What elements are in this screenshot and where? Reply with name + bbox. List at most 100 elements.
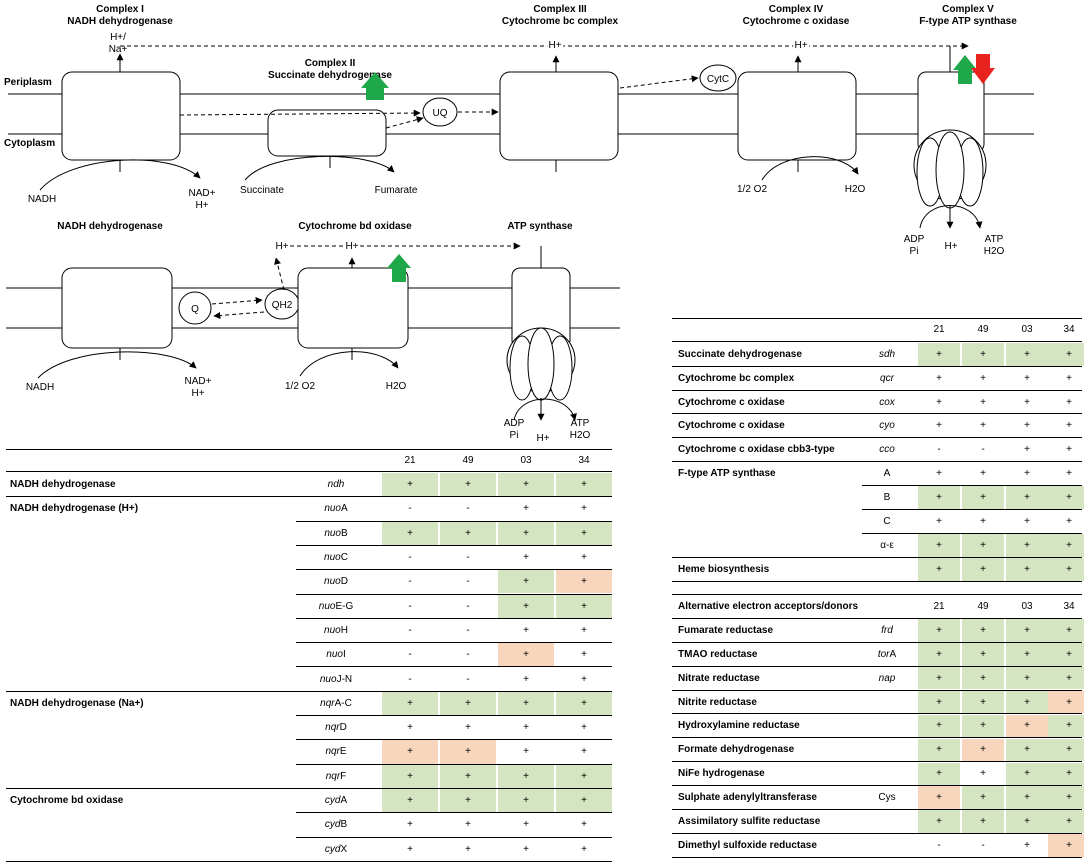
value-cell: + (382, 691, 438, 715)
gene-prefix: frd (881, 624, 893, 636)
value-cell: + (523, 552, 529, 564)
gene-cell: α-ε (862, 534, 912, 557)
row-divider (296, 642, 612, 644)
row-divider (672, 461, 1082, 463)
value-cell: + (440, 740, 496, 764)
gene-prefix: nuo (324, 576, 341, 588)
row-label: TMAO reductase (678, 648, 758, 660)
value-cell: + (498, 764, 554, 788)
value-cell: + (936, 420, 942, 432)
row-divider (296, 763, 612, 765)
value-cell: + (556, 764, 612, 788)
row-divider (296, 715, 612, 716)
complex2-box (267, 109, 387, 157)
value-cell: + (918, 738, 960, 762)
row-label: Cytochrome bc complex (678, 372, 795, 384)
value-cell: + (581, 624, 587, 636)
value-cell: + (556, 691, 612, 715)
gene-suffix: H (340, 624, 348, 636)
bottom-nad: NAD+ (185, 376, 212, 387)
value-cell: + (1066, 444, 1072, 456)
row-divider (296, 520, 612, 522)
complex1-na: Na+ (109, 44, 128, 55)
value-cell: + (581, 673, 587, 685)
gene-suffix: X (340, 843, 348, 855)
table-row: Nitrite reductase++++ (672, 690, 1084, 714)
value-cell: - (408, 600, 412, 612)
cytc-label: CytC (707, 74, 729, 85)
value-cell: + (1024, 372, 1030, 384)
row-label: Nitrite reductase (678, 696, 757, 708)
value-cell: + (407, 722, 413, 734)
value-cell: + (1006, 810, 1048, 833)
column-header: 03 (520, 454, 532, 466)
value-cell: + (980, 396, 986, 408)
complex4-subtitle: Cytochrome c oxidase (743, 16, 850, 27)
value-cell: + (581, 746, 587, 758)
value-cell: + (1048, 619, 1084, 642)
gene-cell: cco (862, 439, 912, 462)
value-cell: + (498, 643, 554, 667)
gene-cell: qcr (862, 367, 912, 390)
value-cell: + (962, 534, 1004, 557)
value-cell: - (937, 839, 941, 851)
header-divider (672, 341, 1082, 342)
value-cell: + (1006, 762, 1048, 786)
value-cell: + (523, 843, 529, 855)
row-divider (672, 761, 1082, 763)
complex5-subtitle: F-type ATP synthase (919, 16, 1017, 27)
row-label: Sulphate adenylyltransferase (678, 792, 817, 804)
gene-suffix: D (340, 576, 348, 588)
value-cell: + (980, 372, 986, 384)
value-cell: + (918, 786, 960, 809)
gene-prefix: nuo (319, 673, 337, 685)
value-cell: + (1006, 690, 1048, 714)
value-cell: + (962, 619, 1004, 642)
value-cell: + (556, 521, 612, 545)
value-cell: + (1024, 396, 1030, 408)
row-divider (672, 665, 1082, 667)
row-label: NADH dehydrogenase (H+) (10, 503, 139, 515)
bottom-pi: Pi (510, 430, 519, 441)
value-cell: + (1048, 666, 1084, 690)
value-cell: - (466, 576, 470, 588)
gene-prefix: nuo (324, 527, 341, 539)
value-cell: + (581, 649, 587, 661)
bottom-cydox-box (297, 267, 409, 349)
bottom-o2: 1/2 O2 (285, 381, 315, 392)
value-cell: + (936, 372, 942, 384)
value-cell: + (1048, 762, 1084, 786)
value-cell: + (382, 473, 438, 497)
value-cell: + (556, 788, 612, 813)
gene-suffix: B (341, 527, 348, 539)
row-label: Assimilatory sulfite reductase (678, 816, 821, 828)
row-divider (672, 389, 1082, 391)
row-divider (862, 485, 1082, 487)
ubiquinone-node (422, 97, 458, 127)
value-cell: + (498, 691, 554, 715)
atp-synthase-head (913, 129, 987, 209)
value-cell: + (1048, 558, 1084, 581)
complex1-nad-h: H+ (195, 200, 208, 211)
table-top-border (672, 318, 1082, 319)
row-divider (6, 496, 612, 498)
complex5-h: H+ (944, 241, 957, 252)
gene-prefix: nqr (325, 746, 340, 758)
complex1-subtitle: NADH dehydrogenase (67, 16, 173, 27)
value-cell: + (962, 810, 1004, 833)
value-cell: + (1006, 619, 1048, 642)
value-cell: + (556, 570, 612, 594)
row-label: NiFe hydrogenase (678, 768, 765, 780)
value-cell: + (962, 690, 1004, 714)
value-cell: + (1048, 486, 1084, 509)
